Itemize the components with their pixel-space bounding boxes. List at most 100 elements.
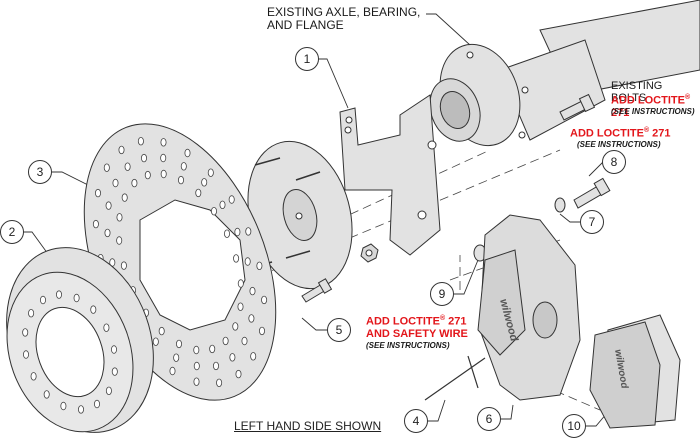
drill-hole bbox=[195, 188, 202, 198]
drill-hole bbox=[237, 279, 244, 288]
drill-hole bbox=[144, 170, 151, 180]
drill-hole bbox=[180, 162, 187, 171]
drill-hole bbox=[60, 401, 67, 411]
axle-assembly bbox=[429, 0, 700, 147]
registered-mark: ® bbox=[439, 315, 446, 322]
registered-mark: ® bbox=[643, 127, 650, 134]
drill-hole bbox=[177, 175, 184, 185]
safety-wire-text: AND SAFETY WIRE bbox=[366, 327, 468, 340]
see-instructions-rotor-bolt: (SEE INSTRUCTIONS) bbox=[366, 341, 450, 350]
drill-hole bbox=[233, 254, 240, 263]
drill-hole bbox=[124, 162, 131, 171]
drill-hole bbox=[104, 228, 111, 238]
drill-hole bbox=[105, 386, 112, 395]
drill-hole bbox=[160, 153, 167, 163]
drill-hole bbox=[237, 302, 244, 311]
loctite-rotor-bolt-label: ADD LOCTITE® 271 AND SAFETY WIRE bbox=[366, 315, 468, 340]
drill-hole bbox=[22, 328, 29, 337]
drill-hole bbox=[207, 168, 214, 177]
drill-hole bbox=[193, 345, 200, 355]
drill-hole bbox=[78, 405, 85, 414]
see-instructions-bolts: (SEE INSTRUCTIONS) bbox=[611, 107, 695, 116]
axle-label-line2: AND FLANGE bbox=[267, 18, 344, 33]
drill-hole bbox=[40, 295, 47, 305]
callout-6: 6 bbox=[477, 407, 501, 431]
drill-hole bbox=[160, 138, 167, 147]
axle-label: EXISTING AXLE, BEARING, AND FLANGE bbox=[267, 5, 421, 33]
axle-label-line1: EXISTING AXLE, BEARING, bbox=[267, 5, 421, 19]
loctite-number: 271 bbox=[445, 315, 467, 328]
nut bbox=[360, 243, 379, 263]
retaining-pin bbox=[424, 355, 486, 401]
drill-hole bbox=[193, 377, 200, 386]
drill-hole bbox=[223, 229, 230, 238]
see-instructions-caliper-bolt: (SEE INSTRUCTIONS) bbox=[577, 140, 661, 149]
drill-hole bbox=[258, 326, 265, 336]
existing-bolt bbox=[559, 93, 596, 121]
drill-hole bbox=[30, 372, 37, 381]
callout-3: 3 bbox=[28, 160, 52, 184]
drill-hole bbox=[158, 326, 165, 336]
drill-hole bbox=[210, 206, 217, 216]
drill-hole bbox=[201, 178, 208, 187]
drill-hole bbox=[56, 290, 63, 299]
drill-hole bbox=[121, 193, 128, 202]
drill-hole bbox=[131, 178, 138, 188]
drill-hole bbox=[175, 339, 182, 349]
callout-10: 10 bbox=[562, 414, 586, 438]
drill-hole bbox=[184, 148, 191, 158]
drill-hole bbox=[235, 369, 242, 379]
drill-hole bbox=[22, 350, 29, 359]
callout-7: 7 bbox=[580, 210, 604, 234]
hat-bolt-holes bbox=[22, 290, 118, 414]
washer-7 bbox=[554, 197, 566, 213]
drill-hole bbox=[249, 286, 256, 296]
drill-hole bbox=[261, 295, 268, 305]
loctite-text: ADD LOCTITE bbox=[611, 94, 685, 107]
rotor-drill-holes bbox=[92, 136, 268, 387]
caliper: wilwood bbox=[477, 214, 581, 401]
drill-hole bbox=[244, 257, 251, 266]
drill-hole bbox=[248, 314, 255, 323]
drill-hole bbox=[241, 336, 248, 346]
drill-hole bbox=[73, 293, 80, 303]
drill-hole bbox=[234, 227, 241, 237]
drill-hole bbox=[116, 236, 123, 245]
brake-pads: wilwood bbox=[589, 314, 681, 429]
loctite-text: ADD LOCTITE bbox=[570, 127, 644, 140]
drill-hole bbox=[95, 188, 102, 198]
drill-hole bbox=[116, 213, 123, 222]
drill-hole bbox=[228, 195, 235, 204]
drill-hole bbox=[219, 200, 226, 209]
loctite-bolts-label: ADD LOCTITE® 271 bbox=[611, 94, 700, 119]
drill-hole bbox=[120, 261, 127, 270]
drill-hole bbox=[173, 353, 180, 362]
drill-hole bbox=[216, 378, 223, 387]
drill-hole bbox=[111, 367, 118, 376]
drill-hole bbox=[43, 390, 50, 399]
caliper-bolt bbox=[573, 177, 611, 209]
caliper-bracket bbox=[339, 94, 441, 256]
drill-hole bbox=[90, 305, 97, 314]
drill-hole bbox=[140, 153, 147, 163]
drill-hole bbox=[232, 322, 239, 331]
rotor-bolt bbox=[301, 278, 333, 303]
drill-hole bbox=[92, 219, 99, 229]
drill-hole bbox=[209, 344, 216, 354]
drill-hole bbox=[137, 136, 144, 146]
callout-9: 9 bbox=[430, 282, 454, 306]
drill-hole bbox=[28, 309, 35, 318]
callout-1: 1 bbox=[295, 47, 319, 71]
left-hand-side-label: LEFT HAND SIDE SHOWN bbox=[234, 419, 382, 433]
drill-hole bbox=[212, 361, 219, 371]
drill-hole bbox=[118, 145, 125, 155]
drill-hole bbox=[112, 178, 119, 188]
drill-hole bbox=[256, 261, 263, 270]
loctite-number: 271 bbox=[611, 106, 630, 119]
drill-hole bbox=[193, 361, 200, 371]
drill-hole bbox=[111, 345, 118, 354]
callout-8: 8 bbox=[602, 150, 626, 174]
loctite-text: ADD LOCTITE bbox=[366, 315, 440, 328]
drill-hole bbox=[103, 323, 110, 332]
